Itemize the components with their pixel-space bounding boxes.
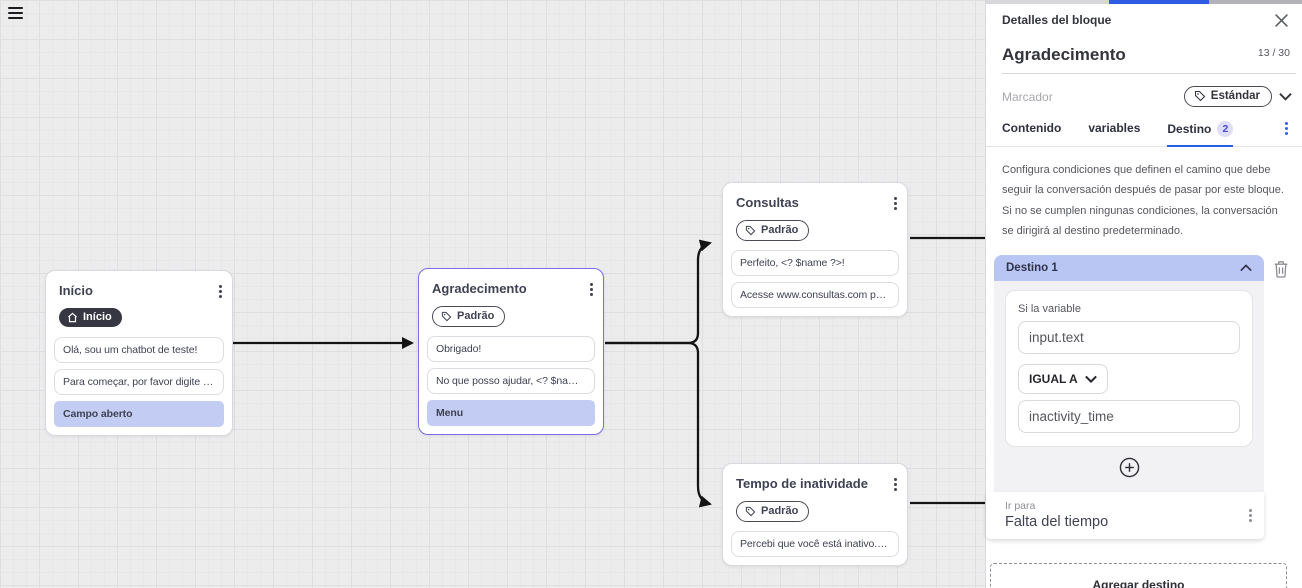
destination-card: Destino 1 Si la variable IGUAL A [986,255,1264,540]
tag-icon [441,311,452,321]
panel-tabs: Contenido variables Destino 2 [986,117,1302,147]
panel-title: Detalles del bloque [1002,13,1112,27]
marker-select[interactable]: Estándar [1183,86,1272,107]
trash-icon[interactable] [1273,260,1289,283]
operator-select[interactable]: IGUAL A [1018,364,1108,395]
node-badge: Início [59,308,122,327]
tab-contenido[interactable]: Contenido [1002,121,1062,135]
edge-agradecimento-tempo [605,341,712,508]
node-badge: Padrão [736,501,810,522]
goto-value: Falta del tiempo [1005,514,1109,531]
kebab-icon[interactable] [894,476,897,493]
node-title: Agradecimento [432,281,527,296]
chevron-down-icon [1084,376,1097,384]
add-destination-button[interactable]: Agregar destino [990,563,1287,588]
kebab-icon[interactable] [219,283,222,300]
chevron-up-icon[interactable] [1240,264,1252,272]
message-row[interactable]: Para começar, por favor digite o ... [54,368,224,395]
block-name-input[interactable]: Agradecimento [1002,45,1126,64]
goto-label: Ir para [1005,500,1036,513]
destino-count-badge: 2 [1217,121,1234,137]
tag-icon [745,225,756,235]
menu-icon[interactable] [8,7,23,22]
node-inicio[interactable]: Início Início Olá, sou um chatbot de tes… [45,270,233,436]
char-counter: 13 / 30 [1257,47,1290,59]
divider [1002,73,1296,74]
message-row[interactable]: Obrigado! [427,336,595,362]
marker-label: Marcador [1002,89,1053,104]
add-condition-icon[interactable] [1119,457,1140,478]
node-badge: Padrão [736,220,810,241]
goto-row[interactable]: Ir para Falta del tiempo [986,492,1264,540]
message-row[interactable]: No que posso ajudar, <? $name ... [427,368,595,394]
home-icon [67,312,78,322]
destination-description: Configura condiciones que definen el cam… [1002,164,1284,238]
node-agradecimento[interactable]: Agradecimento Padrão Obrigado! No que po… [418,268,604,435]
condition-label: Si la variable [1018,303,1081,316]
node-title: Consultas [736,195,799,210]
compare-value-input[interactable] [1018,400,1240,434]
message-row-open-field[interactable]: Campo aberto [54,400,224,427]
node-badge: Padrão [432,306,506,327]
destination-header[interactable]: Destino 1 [994,255,1264,282]
message-row[interactable]: Percebi que você está inativo. C... [731,531,899,557]
node-tempo-inatividade[interactable]: Tempo de inatividade Padrão Percebi que … [722,463,908,566]
tag-icon [745,506,756,516]
message-row[interactable]: Olá, sou um chatbot de teste! [54,336,224,363]
kebab-icon[interactable] [590,281,593,298]
close-icon[interactable] [1275,13,1288,27]
kebab-icon[interactable] [894,195,897,212]
tab-destino[interactable]: Destino 2 [1167,121,1234,147]
chevron-down-icon[interactable] [1279,92,1292,101]
variable-input[interactable] [1018,321,1240,355]
tabs-kebab-icon[interactable] [1285,120,1288,146]
message-row[interactable]: Perfeito, <? $name ?>! [731,250,899,276]
message-row-menu[interactable]: Menu [427,400,595,426]
tab-variables[interactable]: variables [1088,121,1141,135]
node-title: Tempo de inatividade [736,476,868,491]
node-title: Início [59,283,93,298]
goto-kebab-icon[interactable] [1249,507,1252,524]
block-details-panel: Detalles del bloque Agradecimento 13 / 3… [985,0,1302,588]
node-consultas[interactable]: Consultas Padrão Perfeito, <? $name ?>! … [722,182,908,317]
tag-icon [1194,90,1206,102]
message-row[interactable]: Acesse www.consultas.com par... [731,282,899,308]
panel-top-progress-strip [986,0,1302,4]
edge-agradecimento-consultas [605,239,712,345]
